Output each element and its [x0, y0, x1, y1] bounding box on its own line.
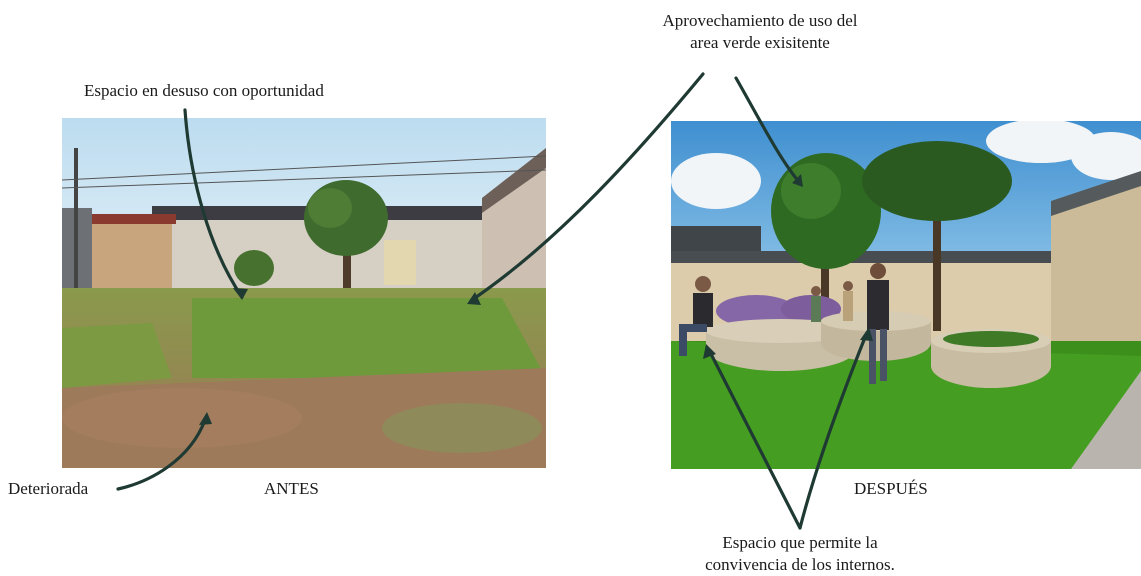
coexistence-label-line2: convivencia de los internos. — [705, 555, 895, 574]
background-people — [811, 281, 853, 322]
deteriorated-label: Deteriorada — [8, 479, 89, 498]
after-photo — [671, 121, 1141, 469]
guard-booth — [384, 240, 416, 285]
tree-trunk — [343, 238, 351, 293]
before-photo — [62, 118, 546, 468]
green-area-label-line1: Aprovechamiento de uso del — [662, 11, 858, 30]
left-building-roof — [86, 214, 176, 224]
grass-patch — [192, 298, 546, 378]
tree-trunk-2 — [933, 201, 941, 331]
utility-pole — [74, 148, 78, 308]
walkway — [1071, 371, 1141, 469]
green-area-label-line2: area verde exisitente — [690, 33, 830, 52]
tree-canopy-2 — [862, 141, 1012, 221]
before-caption: ANTES — [264, 479, 319, 498]
coexistence-label: Espacio que permite la convivencia de lo… — [660, 532, 940, 576]
tree-trunk-1 — [821, 231, 829, 331]
standing-person — [867, 263, 889, 384]
green-area-label: Aprovechamiento de uso del area verde ex… — [615, 10, 905, 54]
coexistence-label-line1: Espacio que permite la — [722, 533, 878, 552]
right-wall — [1051, 181, 1141, 371]
opportunity-label: Espacio en desuso con oportunidad — [84, 81, 324, 100]
after-caption: DESPUÉS — [854, 479, 928, 498]
cloud — [671, 153, 761, 209]
